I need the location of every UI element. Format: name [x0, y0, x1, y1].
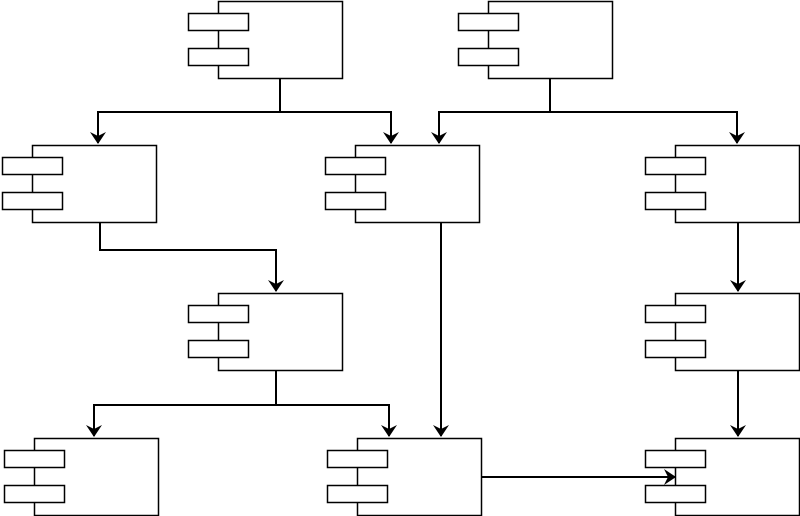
component-port-top: [644, 156, 707, 176]
component-port-top: [324, 156, 387, 176]
component-port-top: [3, 449, 66, 469]
component-port-top: [457, 12, 520, 32]
component-port-bottom: [644, 191, 707, 211]
component-port-bottom: [187, 47, 250, 67]
connector-arrow: [280, 111, 399, 144]
component-port-bottom: [326, 484, 389, 504]
component-port-top: [326, 449, 389, 469]
component-2: [457, 0, 614, 80]
component-port-bottom: [324, 191, 387, 211]
component-5: [644, 144, 800, 224]
component-port-top: [1, 156, 64, 176]
component-port-top: [644, 304, 707, 324]
connector-arrow: [90, 78, 281, 144]
component-port-top: [187, 12, 250, 32]
component-1: [187, 0, 344, 80]
component-port-bottom: [457, 47, 520, 67]
component-6: [187, 292, 344, 372]
connector-arrow: [550, 111, 745, 144]
component-port-bottom: [187, 339, 250, 359]
component-port-bottom: [644, 339, 707, 359]
component-4: [324, 144, 481, 224]
component-7: [644, 292, 800, 372]
component-9: [326, 437, 483, 516]
connector-arrow: [86, 370, 277, 437]
component-3: [1, 144, 158, 224]
component-10: [644, 437, 800, 516]
component-8: [3, 437, 160, 516]
component-port-bottom: [644, 484, 707, 504]
connector-arrow: [276, 404, 397, 437]
connector-arrow: [431, 78, 551, 144]
connectors-layer: [86, 78, 746, 485]
component-port-top: [187, 304, 250, 324]
component-port-bottom: [3, 484, 66, 504]
connector-arrow: [99, 222, 284, 292]
component-port-top: [644, 449, 707, 469]
component-port-bottom: [1, 191, 64, 211]
